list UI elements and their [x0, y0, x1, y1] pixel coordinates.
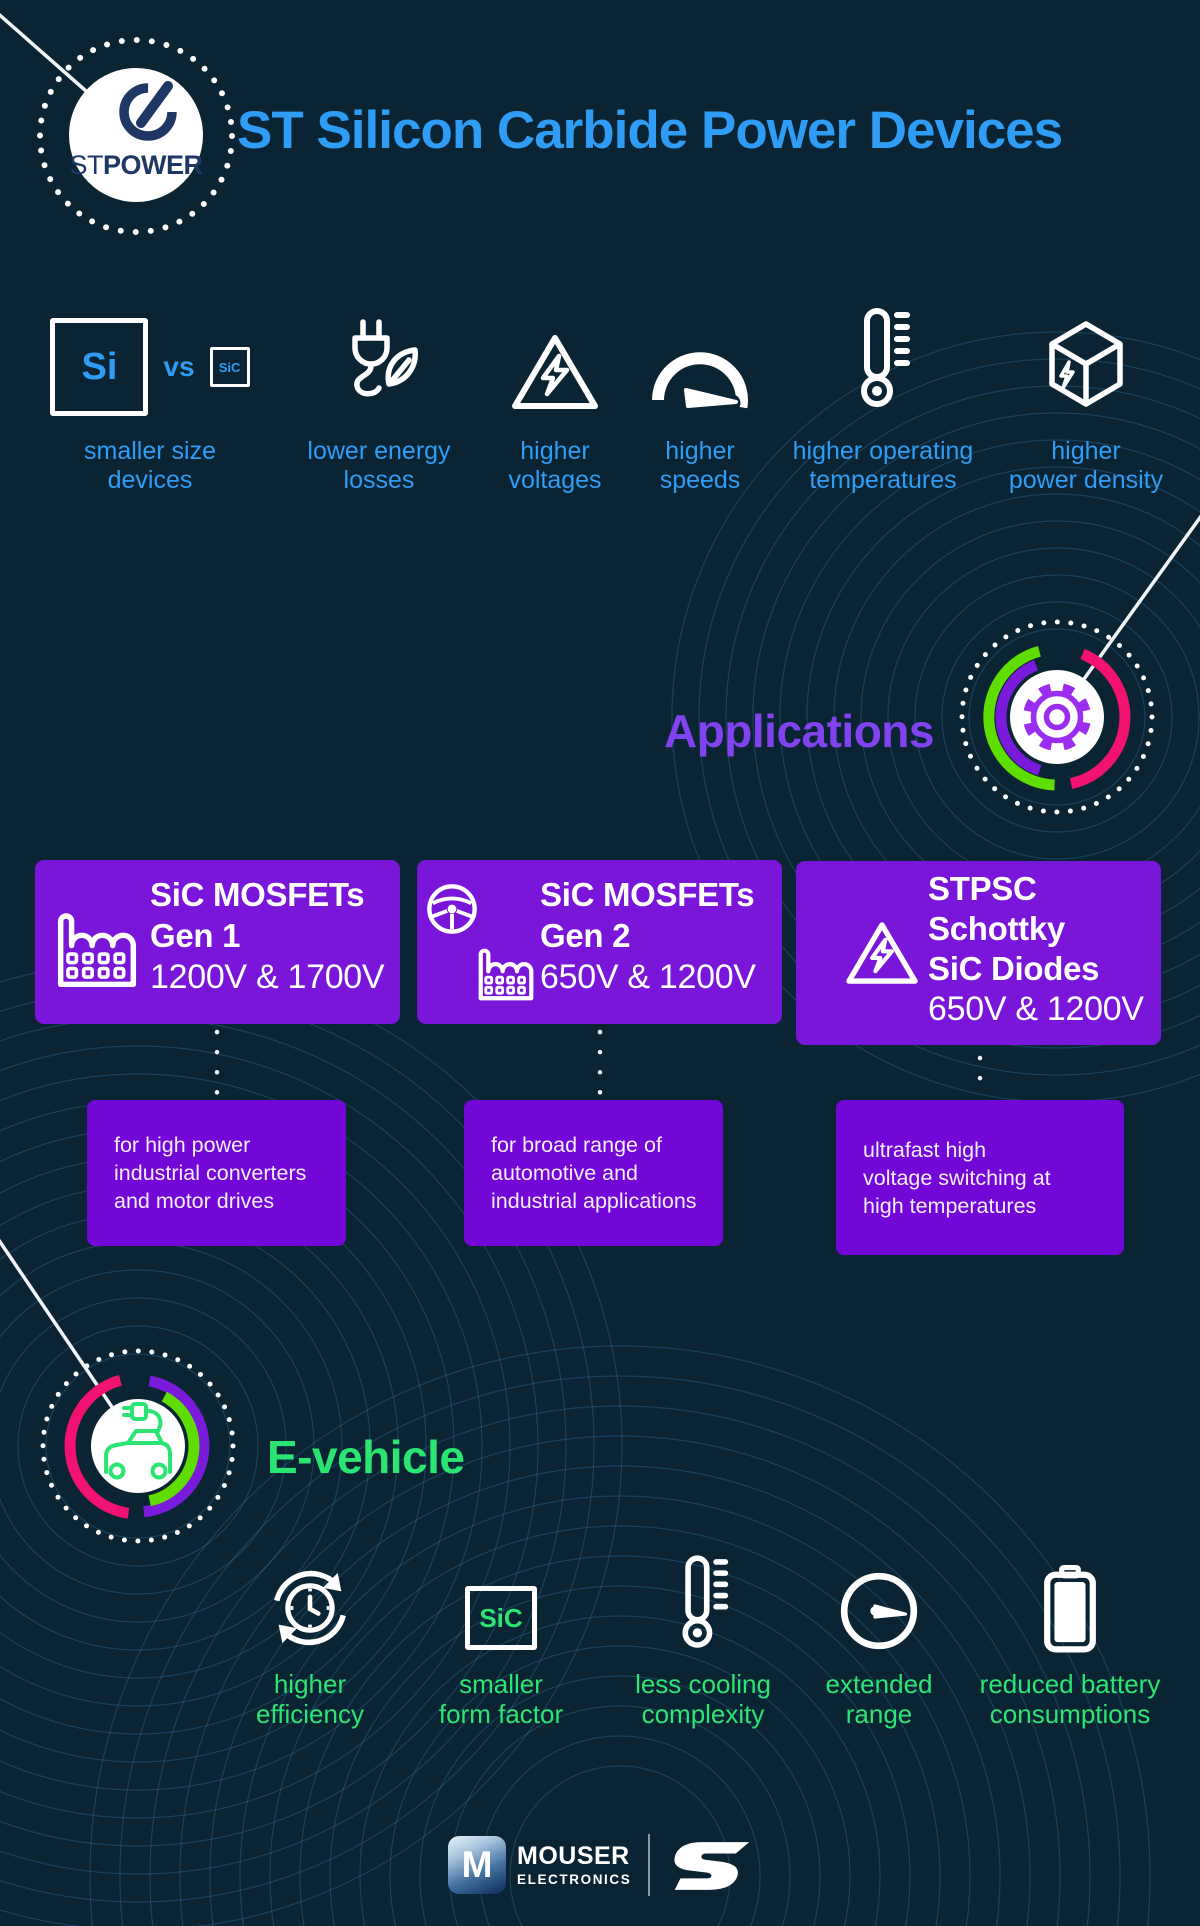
benefit-higher-voltages: higher voltages: [445, 298, 665, 496]
sic-square-icon: SiC: [209, 347, 250, 387]
card-title: Gen 1: [150, 917, 241, 954]
logo-st: ST: [69, 150, 103, 180]
factory-icon: [57, 913, 137, 988]
plug-leaf-icon: [329, 298, 429, 416]
evehicle-heading: E-vehicle: [267, 1431, 465, 1483]
benefit-label: higher speeds: [659, 437, 741, 495]
thermometer-icon: [853, 298, 913, 416]
page-title: ST Silicon Carbide Power Devices: [237, 101, 1063, 160]
benefit-label: higher operating temperatures: [792, 437, 974, 495]
benefit-label: higher power density: [1008, 437, 1164, 495]
card-title: STPSC: [928, 870, 1037, 907]
header-pointer-line: [0, 12, 88, 93]
power-ring-icon: [119, 83, 177, 141]
purple-arc: [143, 1375, 210, 1518]
ev-benefit-cooling: less cooling complexity: [588, 1546, 818, 1729]
card-title: Schottky: [928, 910, 1065, 947]
purple-arc: [995, 660, 1042, 776]
connector-lines: [0, 12, 1200, 1408]
voltage-warning-icon: [509, 298, 601, 416]
card-title: Gen 2: [540, 917, 631, 954]
ev-benefit-efficiency: higher efficiency: [195, 1546, 425, 1729]
steering-wheel-icon: [427, 884, 477, 934]
applications-gear-badge: [959, 619, 1155, 815]
footer-logos: M MOUSER ELECTRONICS: [448, 1834, 753, 1896]
lime-arc: [148, 1391, 200, 1507]
ev-benefit-label: reduced battery consumptions: [979, 1669, 1161, 1730]
benefit-label: lower energy losses: [307, 437, 451, 495]
logo-dotted-ring: [37, 37, 235, 235]
range-gauge-icon: [836, 1546, 922, 1656]
vs-label: vs: [163, 351, 195, 382]
ev-benefit-label: less cooling complexity: [635, 1669, 771, 1730]
card-text: SiC MOSFETs Gen 1 1200V & 1700V: [150, 874, 385, 998]
benefit-label: higher voltages: [508, 437, 602, 495]
mouser-wordmark: MOUSER ELECTRONICS: [517, 1841, 632, 1887]
ev-benefit-battery: reduced battery consumptions: [955, 1546, 1185, 1729]
card-sic-mosfets-gen2: SiC MOSFETs Gen 2 650V & 1200V: [417, 860, 782, 1024]
badge-circle: [91, 1399, 185, 1493]
badge-circle: [1010, 670, 1104, 764]
ev-benefit-label: smaller form factor: [438, 1669, 564, 1730]
lime-arc: [983, 645, 1055, 791]
benefit-lower-losses: lower energy losses: [269, 298, 489, 496]
card-voltage: 650V & 1200V: [540, 958, 756, 996]
efficiency-clock-icon: [262, 1546, 358, 1656]
benefit-label: smaller size devices: [84, 437, 216, 495]
card-text: SiC MOSFETs Gen 2 650V & 1200V: [540, 874, 756, 998]
factory-icon: [478, 948, 534, 1001]
pink-arc: [64, 1374, 130, 1519]
evehicle-car-badge: [40, 1348, 236, 1544]
benefit-power-density: higher power density: [976, 298, 1196, 496]
evehicle-pointer-line: [0, 1238, 114, 1408]
sic-box-icon: SiC: [465, 1546, 537, 1656]
desc-stpsc: ultrafast high voltage switching at high…: [836, 1100, 1124, 1255]
footer-divider: [648, 1834, 651, 1896]
battery-icon: [1041, 1546, 1099, 1656]
thermometer-icon: [675, 1546, 731, 1656]
ev-benefit-label: higher efficiency: [256, 1669, 364, 1730]
electric-car-icon: [104, 1402, 172, 1480]
benefit-higher-temperatures: higher operating temperatures: [773, 298, 993, 496]
card-sic-mosfets-gen1: SiC MOSFETs Gen 1 1200V & 1700V: [35, 860, 400, 1024]
card-title: SiC Diodes: [928, 950, 1100, 987]
mouser-sub: ELECTRONICS: [517, 1871, 632, 1887]
si-square-icon: Si: [50, 318, 149, 416]
st-logo-icon: [674, 1842, 750, 1890]
pink-arc: [1069, 648, 1131, 789]
desc-gen2: for broad range of automotive and indust…: [464, 1100, 723, 1246]
logo-power: POWER: [103, 150, 203, 180]
speedometer-icon: [648, 298, 752, 416]
stpower-logo-icon: [37, 37, 235, 235]
benefit-smaller-size: Si vs SiC smaller size devices: [30, 298, 270, 496]
card-title: SiC MOSFETs: [540, 876, 755, 913]
benefit-higher-speeds: higher speeds: [590, 298, 810, 496]
power-cube-icon: [1042, 298, 1130, 416]
si-vs-sic-icon: Si vs SiC: [50, 298, 250, 416]
mouser-name: MOUSER: [517, 1841, 630, 1870]
dotted-ring: [40, 1348, 236, 1544]
card-text: STPSC Schottky SiC Diodes 650V & 1200V: [928, 869, 1144, 1029]
applications-heading: Applications: [663, 705, 935, 757]
ev-benefit-form-factor: SiC smaller form factor: [386, 1546, 616, 1729]
mouser-logo-icon: M: [448, 1836, 506, 1894]
ev-benefit-label: extended range: [825, 1669, 933, 1730]
applications-pointer-line: [1082, 514, 1200, 681]
desc-gen1: for high power industrial converters and…: [87, 1100, 346, 1246]
card-voltage: 1200V & 1700V: [150, 958, 385, 996]
dotted-ring: [959, 619, 1155, 815]
card-title: SiC MOSFETs: [150, 876, 365, 913]
stpower-wordmark: STPOWER: [26, 150, 246, 181]
voltage-warning-icon: [846, 922, 918, 984]
card-voltage: 650V & 1200V: [928, 990, 1144, 1028]
power-slash-icon: [136, 81, 173, 128]
card-stpsc-diodes: STPSC Schottky SiC Diodes 650V & 1200V: [796, 861, 1161, 1045]
stpower-logo-badge: STPOWER: [26, 26, 246, 246]
ev-benefit-range: extended range: [764, 1546, 994, 1729]
